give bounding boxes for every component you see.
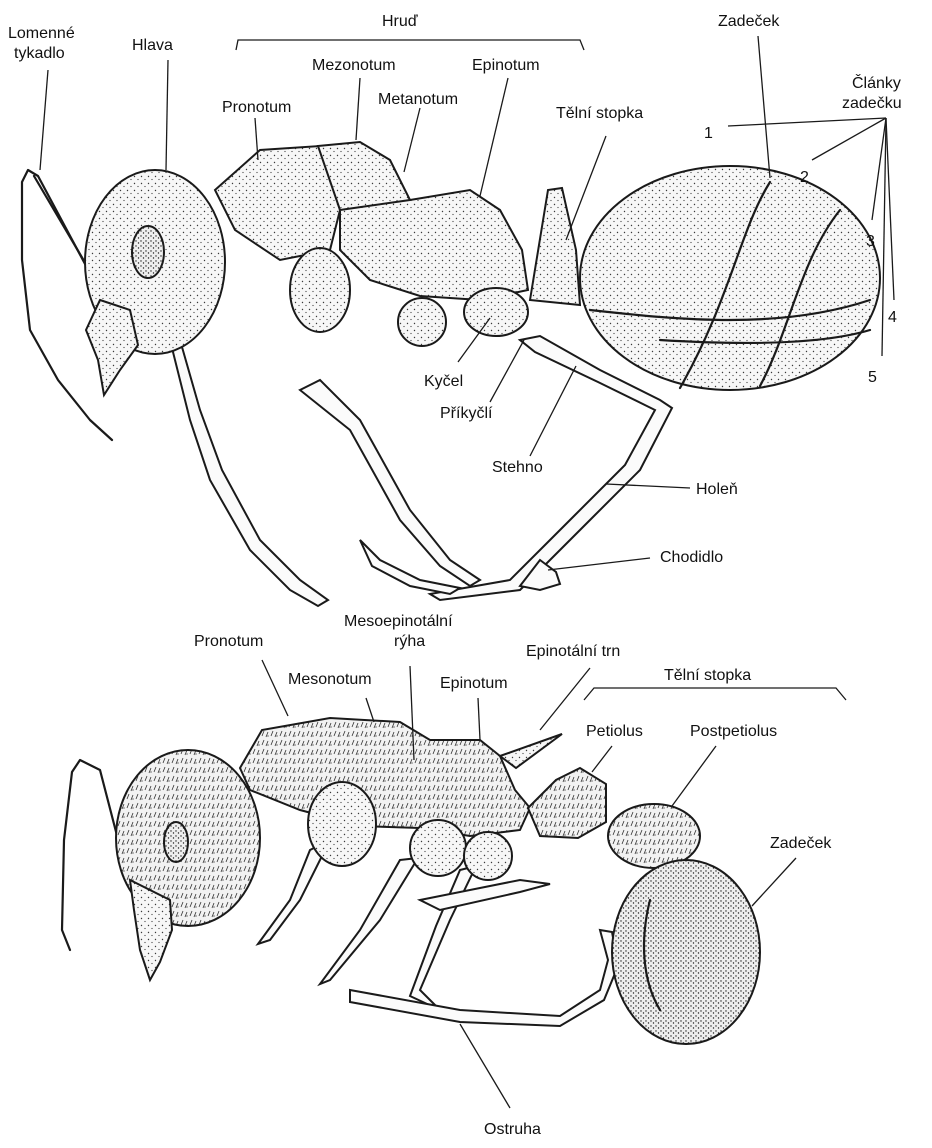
label-b-petiolus: Petiolus	[586, 723, 643, 740]
label-b-postpetiolus: Postpetiolus	[690, 723, 777, 740]
bottom-mesosoma-shape	[240, 718, 530, 836]
label-segments-line1: Články	[852, 73, 901, 92]
label-gaster: Zadeček	[718, 13, 780, 30]
label-epinotum: Epinotum	[472, 57, 540, 74]
label-seg3: 3	[866, 233, 875, 250]
label-femur: Stehno	[492, 459, 543, 476]
label-coxa: Kyčel	[424, 373, 463, 390]
label-b-groove-line1: Mesoepinotální	[344, 613, 453, 630]
top-pronotum-shape	[215, 146, 340, 260]
label-b-waist: Tělní stopka	[664, 667, 751, 684]
label-b-mesonotum: Mesonotum	[288, 671, 372, 688]
label-metanotum: Metanotum	[378, 91, 458, 108]
label-tibia: Holeň	[696, 481, 738, 498]
top-coxa-shape	[464, 288, 528, 336]
label-segments-line2: zadečku	[842, 95, 902, 112]
bottom-ant-illustration	[62, 718, 760, 1044]
bottom-gaster-shape	[612, 860, 760, 1044]
label-b-pronotum: Pronotum	[194, 633, 263, 650]
label-seg4: 4	[888, 309, 897, 326]
bottom-leg-c-shape	[410, 866, 476, 1010]
bottom-spine-shape	[500, 734, 562, 768]
bottom-hind-leg-shape	[350, 930, 618, 1026]
top-epinotum-shape	[340, 190, 528, 300]
label-thorax: Hruď	[382, 13, 418, 30]
top-petiole-shape	[530, 188, 580, 305]
top-coxa-front-shape	[290, 248, 350, 332]
label-mezonotum: Mezonotum	[312, 57, 396, 74]
top-eye-shape	[132, 226, 164, 278]
bottom-eye-shape	[164, 822, 188, 862]
bottom-postpetiolus-shape	[608, 804, 700, 868]
top-hind-leg-shape	[430, 336, 672, 600]
bottom-labels: Pronotum Mesonotum Mesoepinotální rýha E…	[194, 613, 832, 1138]
label-b-epinotum: Epinotum	[440, 675, 508, 692]
label-b-spine: Epinotální trn	[526, 643, 620, 660]
label-antenna-line1: Lomenné	[8, 25, 75, 42]
bottom-petiolus-shape	[528, 768, 606, 838]
label-antenna-line2: tykadlo	[14, 45, 65, 62]
label-waist: Tělní stopka	[556, 105, 643, 122]
label-seg1: 1	[704, 125, 713, 142]
label-seg2: 2	[800, 169, 809, 186]
top-front-leg-shape	[170, 340, 328, 606]
bottom-coxa-b-shape	[410, 820, 466, 876]
bottom-coxa-a-shape	[308, 782, 376, 866]
bottom-leg-b-shape	[320, 858, 418, 984]
top-coxa-hind-shape	[398, 298, 446, 346]
top-mandible-shape	[86, 300, 138, 395]
label-b-groove-line2: rýha	[394, 633, 425, 650]
label-trochanter: Příkyčlí	[440, 405, 493, 422]
bottom-coxa-c-shape	[464, 832, 512, 880]
label-seg5: 5	[868, 369, 877, 386]
label-tarsus: Chodidlo	[660, 549, 723, 566]
label-b-gaster: Zadeček	[770, 835, 832, 852]
label-b-spur: Ostruha	[484, 1121, 541, 1138]
label-head: Hlava	[132, 37, 173, 54]
label-pronotum: Pronotum	[222, 99, 291, 116]
